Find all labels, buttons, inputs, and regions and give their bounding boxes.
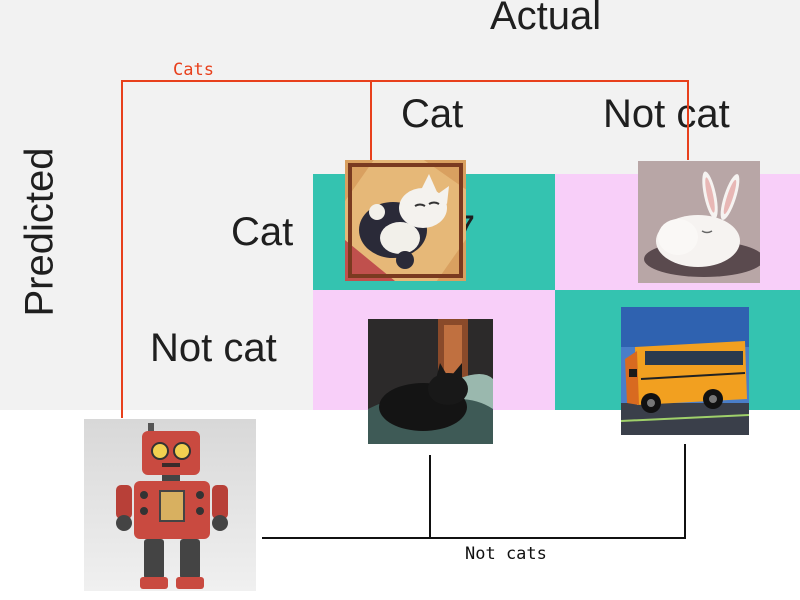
not-cats-label: Not cats (465, 544, 547, 564)
axis-title-predicted: Predicted (17, 147, 62, 317)
not-cats-bracket (262, 444, 686, 539)
cat-playing-image (345, 160, 466, 281)
white-rabbit-image (638, 161, 760, 283)
black-cat-sleeping-image (368, 319, 493, 444)
column-label-cat: Cat (401, 92, 464, 136)
axis-title-actual: Actual (490, 0, 602, 38)
row-label-not-cat: Not cat (150, 326, 277, 370)
red-robot-image (84, 419, 256, 591)
school-bus-image (621, 307, 749, 435)
cats-label: Cats (173, 60, 214, 80)
row-label-cat: Cat (231, 210, 294, 254)
column-label-not-cat: Not cat (603, 92, 730, 136)
